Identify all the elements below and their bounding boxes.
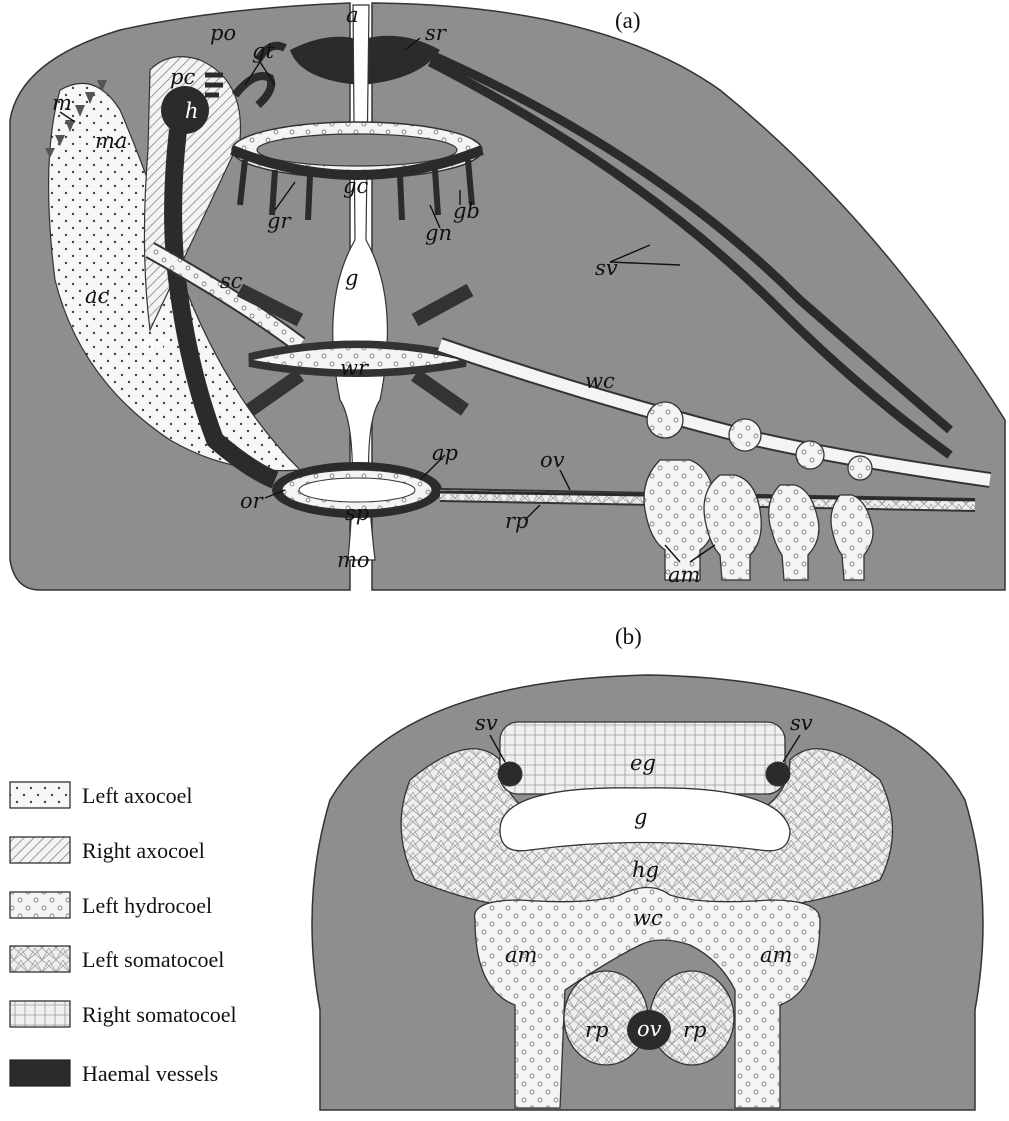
panel-a-label: (a) — [615, 8, 641, 33]
label-ap: ap — [432, 441, 458, 465]
panel-b: (b) sv sv eg g hg wc am am rp ov rp — [312, 624, 983, 1110]
legend-swatch-left-somatocoel — [10, 946, 70, 972]
label-b-g: g — [634, 805, 647, 829]
label-po: po — [210, 21, 236, 45]
sv-right-b — [766, 762, 790, 786]
label-wc: wc — [585, 369, 615, 393]
label-ma: ma — [95, 129, 127, 153]
legend-swatch-haemal-vessels — [10, 1060, 70, 1086]
label-or: or — [240, 489, 265, 513]
label-m: m — [52, 91, 72, 115]
label-sp: sp — [345, 501, 369, 525]
label-sr: sr — [425, 21, 448, 45]
label-g: g — [345, 266, 358, 290]
label-pc: pc — [170, 65, 195, 89]
legend-label-right-somatocoel: Right somatocoel — [82, 1002, 237, 1027]
label-b-am-right: am — [760, 943, 792, 967]
label-b-ov: ov — [637, 1017, 662, 1041]
legend-label-left-somatocoel: Left somatocoel — [82, 947, 224, 972]
label-gt: gt — [252, 39, 274, 63]
label-b-rp-right: rp — [683, 1018, 706, 1042]
label-ac: ac — [85, 284, 110, 308]
label-rp: rp — [505, 509, 528, 533]
label-gr: gr — [267, 209, 292, 233]
legend: Left axocoel Right axocoel Left hydrocoe… — [10, 782, 237, 1086]
label-b-am-left: am — [505, 943, 537, 967]
legend-swatch-left-axocoel — [10, 782, 70, 808]
label-b-eg: eg — [630, 751, 656, 775]
label-gb: gb — [453, 199, 480, 223]
label-b-hg: hg — [632, 858, 659, 882]
legend-swatch-right-axocoel — [10, 837, 70, 863]
legend-label-right-axocoel: Right axocoel — [82, 838, 205, 863]
label-a: a — [346, 3, 359, 27]
label-sc: sc — [220, 269, 243, 293]
label-wr: wr — [340, 356, 370, 380]
legend-label-left-axocoel: Left axocoel — [82, 783, 193, 808]
sv-left-b — [498, 762, 522, 786]
label-mo: mo — [337, 548, 370, 572]
label-ov: ov — [540, 448, 565, 472]
label-b-sv-right: sv — [790, 711, 813, 735]
legend-swatch-left-hydrocoel — [10, 892, 70, 918]
label-b-rp-left: rp — [585, 1018, 608, 1042]
label-h: h — [185, 99, 199, 123]
legend-swatch-right-somatocoel — [10, 1001, 70, 1027]
label-b-sv-left: sv — [475, 711, 498, 735]
legend-label-haemal-vessels: Haemal vessels — [82, 1061, 218, 1086]
label-b-wc: wc — [633, 906, 663, 930]
label-am: am — [668, 563, 700, 587]
panel-a: (a) a sr po gt pc h m ma gr gc gn gb sc … — [10, 3, 1005, 590]
panel-b-label: (b) — [615, 624, 642, 649]
legend-label-left-hydrocoel: Left hydrocoel — [82, 893, 212, 918]
label-ao: ao — [143, 331, 168, 355]
label-gc: gc — [343, 174, 368, 198]
